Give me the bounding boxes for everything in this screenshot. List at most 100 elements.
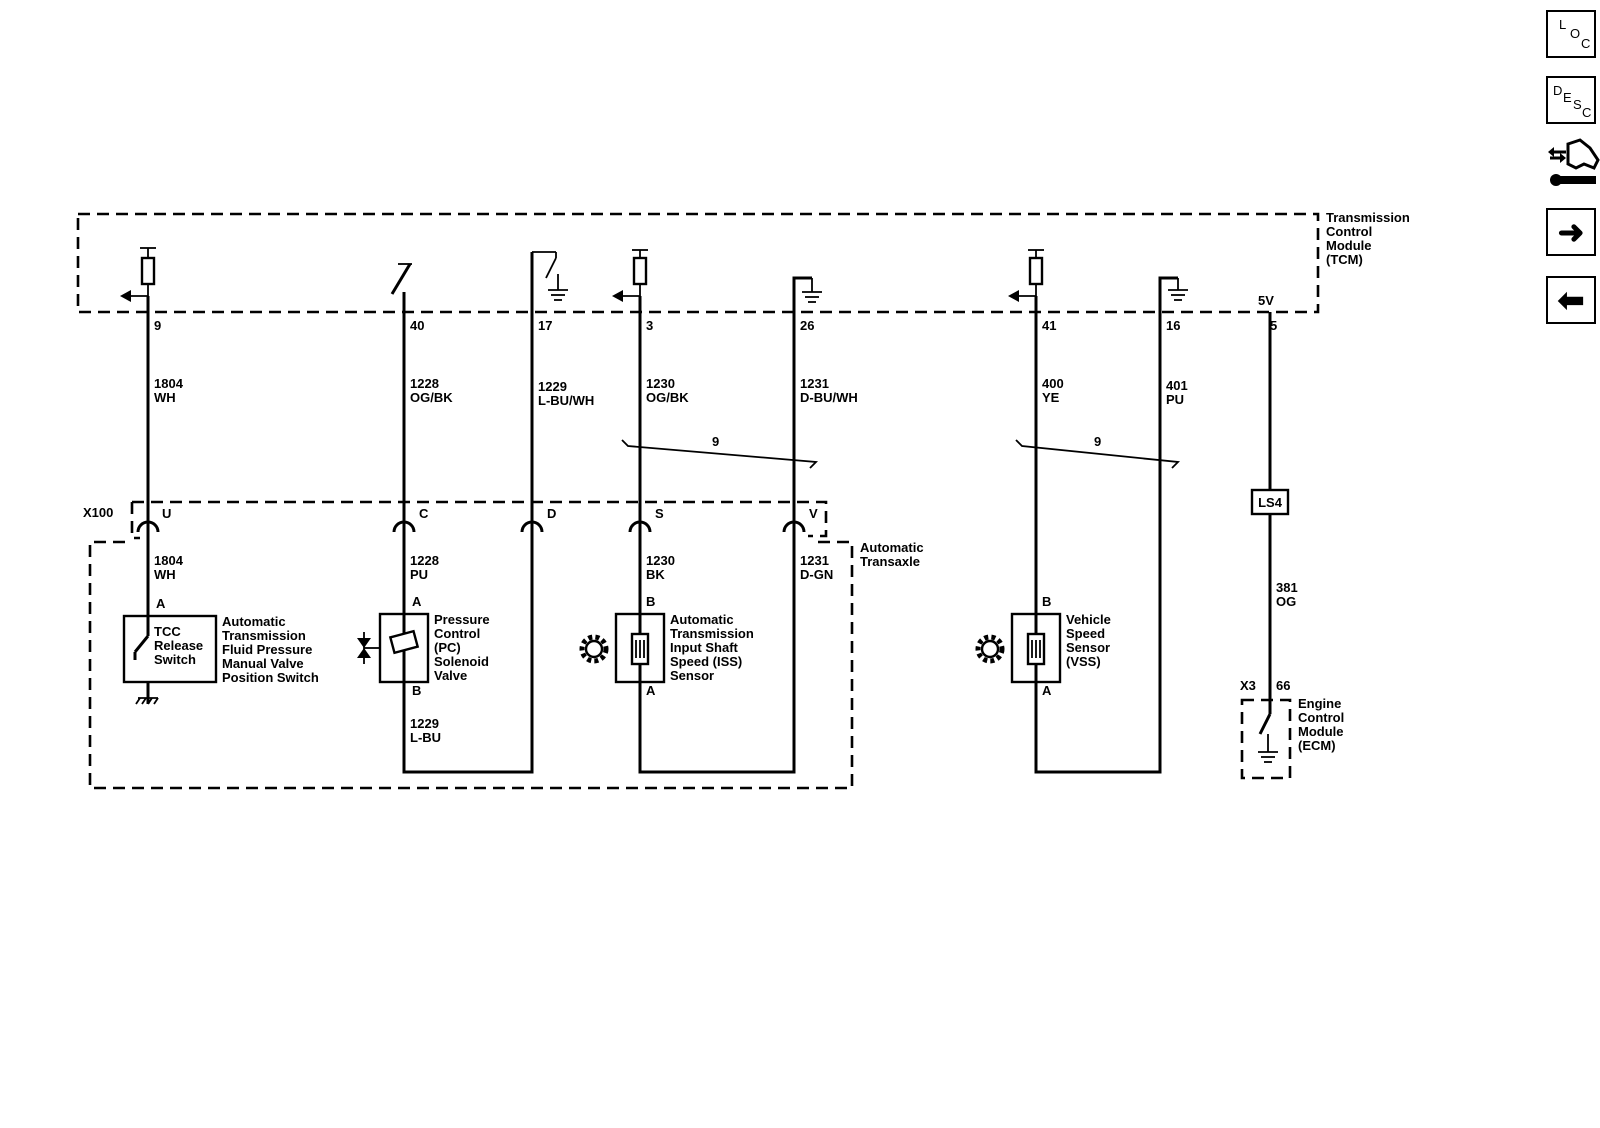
component-label: Solenoid: [434, 654, 489, 669]
x100-pin-d: D: [520, 506, 556, 533]
ground-icon: [548, 289, 568, 301]
twisted-pair-vss: 9: [1015, 434, 1180, 469]
wire-circuit-number: 1804: [154, 553, 184, 568]
switch-icon: [390, 263, 412, 295]
desc-letter: C: [1582, 105, 1592, 120]
component-label: Speed: [1066, 626, 1105, 641]
resistor-icon: [140, 256, 156, 286]
component-label: Sensor: [670, 668, 714, 683]
component-label: Valve: [434, 668, 467, 683]
wire-1231: [638, 276, 812, 774]
component-label: Position Switch: [222, 670, 319, 685]
loc-letter: C: [1581, 36, 1591, 51]
wire-color: PU: [410, 567, 428, 582]
connector-pin-letter: U: [162, 506, 171, 521]
switch-icon: [545, 257, 557, 279]
wire-circuit-number: 1231: [800, 376, 829, 391]
ecm-connector-pin: 66: [1276, 678, 1290, 693]
iss-sensor: B A Automatic Transmission Input Shaft S…: [579, 594, 754, 698]
tcm-label-line: Transmission: [1326, 210, 1410, 225]
wire-circuit-number: 1230: [646, 376, 675, 391]
wire-circuit-number: 400: [1042, 376, 1064, 391]
option-badge: LS4: [1250, 488, 1290, 516]
wire-circuit-number: 381: [1276, 580, 1298, 595]
component-label: Automatic: [670, 612, 734, 627]
connector-pin-icon: [782, 520, 806, 533]
wire-circuit-number: 1231: [800, 553, 829, 568]
tcm-pin-number: 17: [538, 318, 552, 333]
component-pin: A: [156, 596, 166, 611]
wire-color: D-GN: [800, 567, 833, 582]
resistor-icon: [632, 256, 648, 286]
wire-color: L-BU/WH: [538, 393, 594, 408]
wire-circuit-number: 1229: [410, 716, 439, 731]
connector-pin-letter: D: [547, 506, 556, 521]
transaxle-label-line: Transaxle: [860, 554, 920, 569]
arrow-right-icon: ➜: [1557, 214, 1585, 250]
gear-icon: [975, 634, 1005, 664]
location-button[interactable]: L O C: [1546, 10, 1596, 58]
vss-sensor: B A Vehicle Speed Sensor (VSS): [975, 594, 1111, 698]
tcm-pin-number: 5: [1270, 318, 1277, 333]
component-label: Vehicle: [1066, 612, 1111, 627]
wire-color: D-BU/WH: [800, 390, 858, 405]
tcm-input-circuit-9: [120, 247, 156, 302]
wire-circuit-number: 1804: [154, 376, 184, 391]
tcm-pin-number: 41: [1042, 318, 1056, 333]
component-label: Fluid Pressure: [222, 642, 312, 657]
component-inner-label: TCC: [154, 624, 181, 639]
tcm-pin-number: 16: [1166, 318, 1180, 333]
connector-pin-icon: [392, 520, 416, 533]
ecm-label-line: Engine: [1298, 696, 1341, 711]
component-label: Input Shaft: [670, 640, 739, 655]
component-label: Sensor: [1066, 640, 1110, 655]
arrow-left-icon: [1008, 290, 1019, 302]
resistor-icon: [1028, 256, 1044, 286]
ground-icon: [802, 291, 822, 303]
wire-1229: [402, 252, 534, 774]
wire-color: PU: [1166, 392, 1184, 407]
tcm-ground-26: [794, 277, 822, 303]
connector-wrench-icon: [1548, 138, 1600, 186]
tcc-release-switch: A TCC Release Switch Automatic Transmiss…: [122, 596, 319, 705]
twist-count: 9: [1094, 434, 1101, 449]
tcm-switch-ground-17: [532, 251, 568, 301]
connector-pin-letter: V: [809, 506, 818, 521]
wire-circuit-number: 1230: [646, 553, 675, 568]
next-page-button[interactable]: ➜: [1546, 208, 1596, 256]
wire-circuit-number: 1228: [410, 376, 439, 391]
option-badge-label: LS4: [1258, 495, 1283, 510]
wire-circuit-number: 1228: [410, 553, 439, 568]
supply-voltage-label: 5V: [1258, 293, 1274, 308]
ecm-module-box: [1240, 698, 1292, 780]
ground-icon: [1258, 751, 1278, 763]
previous-page-button[interactable]: ⬅: [1546, 276, 1596, 324]
component-label: Manual Valve: [222, 656, 304, 671]
connector-pin-letter: C: [419, 506, 429, 521]
tcm-pin-number: 9: [154, 318, 161, 333]
tcm-label-line: Control: [1326, 224, 1372, 239]
component-label: Pressure: [434, 612, 490, 627]
connector-end-view-button[interactable]: [1546, 134, 1600, 192]
component-pin: B: [412, 683, 421, 698]
tcm-label-line: (TCM): [1326, 252, 1363, 267]
component-label: Transmission: [222, 628, 306, 643]
wire-color: OG/BK: [646, 390, 689, 405]
ground-icon: [1168, 289, 1188, 301]
description-button[interactable]: D E S C: [1546, 76, 1596, 124]
chassis-ground-icon: [135, 697, 159, 705]
component-pin: A: [646, 683, 656, 698]
tcm-input-circuit-3: [612, 249, 648, 302]
component-pin: B: [646, 594, 655, 609]
x100-pin-u: U: [136, 506, 171, 533]
tcm-label-line: Module: [1326, 238, 1372, 253]
tcm-pin-number: 26: [800, 318, 814, 333]
pc-solenoid-valve: A B Pressure Control (PC) Solenoid Valve: [357, 594, 490, 698]
component-label: Speed (ISS): [670, 654, 742, 669]
tcm-module-label: Transmission Control Module (TCM): [1326, 210, 1410, 267]
connector-pin-icon: [136, 520, 160, 533]
wire-color: OG: [1276, 594, 1296, 609]
wire-color: OG/BK: [410, 390, 453, 405]
ecm-connector-id: X3: [1240, 678, 1256, 693]
